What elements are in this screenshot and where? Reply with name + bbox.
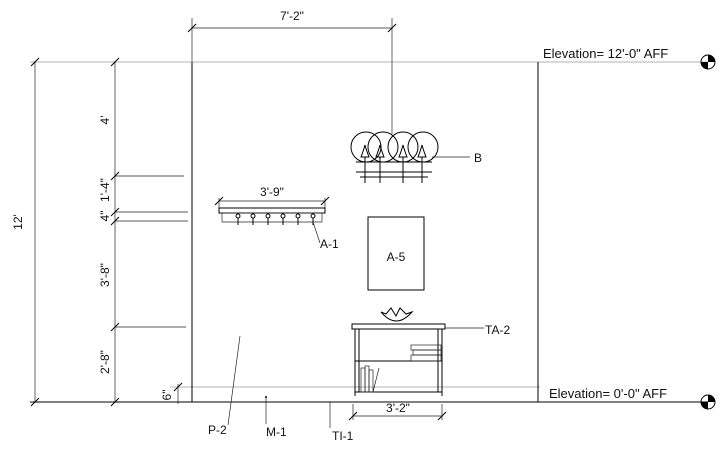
elevation-target-icon	[700, 394, 716, 410]
seg-3ft8-label: 3'-8"	[98, 263, 112, 287]
tag-ta2: TA-2	[485, 323, 510, 337]
elevation-top-line: Elevation= 12'-0" AFF	[30, 46, 716, 70]
tag-m1: M-1	[266, 425, 287, 439]
seg-4in-label: 4"	[98, 211, 112, 222]
tag-b: B	[474, 151, 482, 165]
hook-icon	[235, 213, 241, 225]
wall-outline	[191, 62, 539, 402]
candle-icon	[360, 144, 370, 183]
top-width-label: 7'-2"	[280, 9, 304, 23]
hook-icon	[250, 213, 256, 225]
seg-4ft-label: 4'	[98, 116, 112, 125]
artwork-frame: A-5	[367, 216, 425, 291]
tag-p2: P-2	[208, 423, 227, 437]
elevation-bottom-line: Elevation= 0'-0" AFF	[30, 386, 716, 410]
shelf-width-label: 3'-9"	[260, 185, 284, 199]
elevation-target-icon	[700, 54, 716, 70]
elevation-bottom-label: Elevation= 0'-0" AFF	[549, 386, 667, 401]
console-table: TA-2	[351, 307, 510, 396]
table-width-label: 3'-2"	[386, 401, 410, 415]
total-height-label: 12'	[11, 214, 25, 230]
hook-icon	[280, 213, 286, 225]
left-dimension-chain: 12' 4' 1'-4" 4" 3'-8" 2'-8" 6"	[11, 57, 188, 407]
top-width-dimension: 7'-2"	[187, 9, 397, 62]
candle-icon	[417, 144, 427, 183]
candle-icon	[375, 144, 385, 183]
hook-icon	[265, 213, 271, 225]
hook-icon	[310, 213, 316, 225]
hook-icon	[295, 213, 301, 225]
tag-a1: A-1	[320, 237, 339, 251]
table-width-dimension: 3'-2"	[348, 401, 447, 421]
chandelier: B	[350, 62, 482, 183]
tag-a5: A-5	[387, 250, 406, 264]
tag-ti1: TI-1	[332, 429, 354, 443]
elevation-top-label: Elevation= 12'-0" AFF	[543, 46, 668, 61]
seg-6in-label: 6"	[160, 390, 174, 401]
seg-2ft8-label: 2'-8"	[98, 350, 112, 374]
finish-tags: P-2 M-1 TI-1	[208, 335, 354, 443]
bowl-icon	[380, 307, 414, 322]
candle-icon	[398, 144, 408, 183]
coat-hook-shelf: 3'-9" A-1	[214, 185, 339, 251]
seg-1ft4-label: 1'-4"	[98, 178, 112, 202]
